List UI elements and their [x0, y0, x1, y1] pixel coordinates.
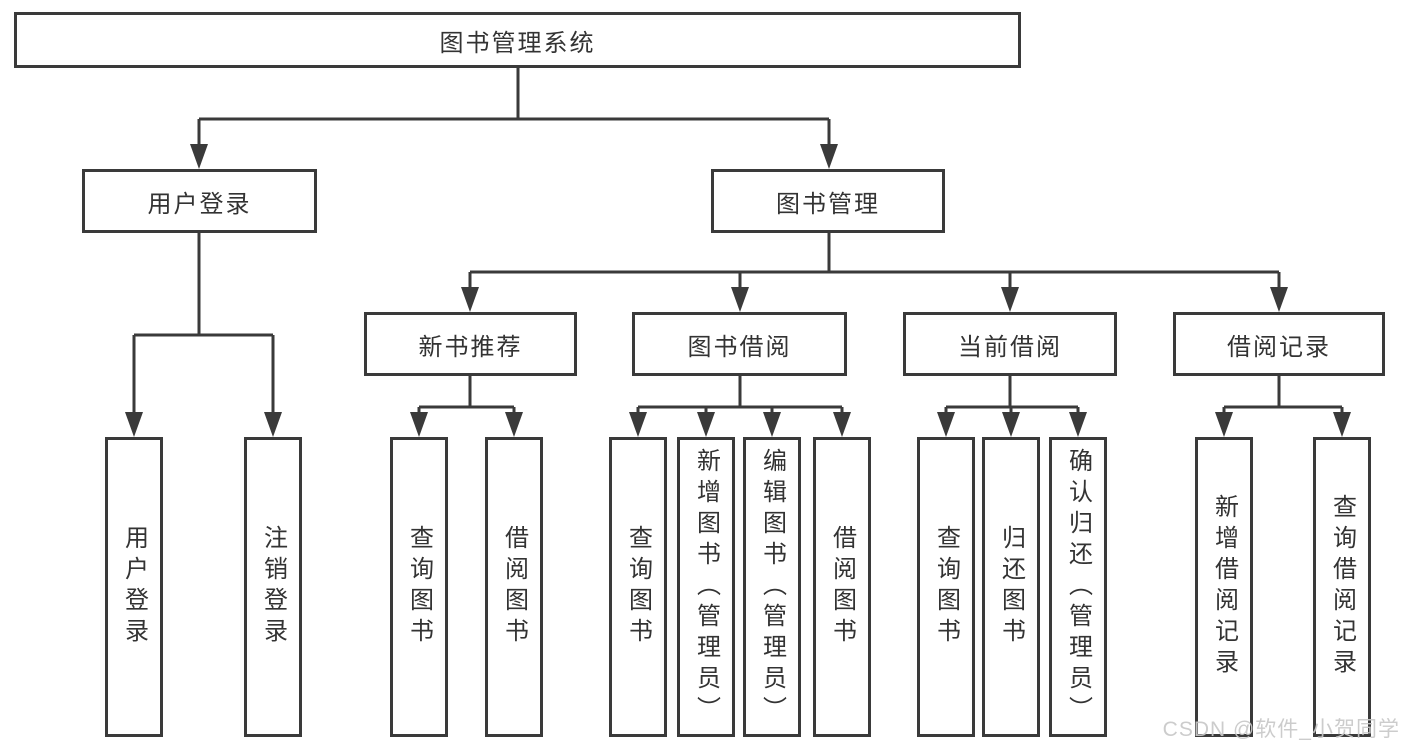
node-current-borrowing: 当前借阅 — [903, 312, 1117, 376]
leaf-query-books-borrowing: 查询图书 — [609, 437, 667, 737]
leaf-logout: 注销登录 — [244, 437, 302, 737]
leaf-query-books-recommend: 查询图书 — [390, 437, 448, 737]
leaf-confirm-return-admin: 确认归还（管理员） — [1049, 437, 1107, 737]
leaf-borrow-books-recommend: 借阅图书 — [485, 437, 543, 737]
leaf-query-books-current: 查询图书 — [917, 437, 975, 737]
leaf-add-borrow-record: 新增借阅记录 — [1195, 437, 1253, 737]
csdn-watermark: CSDN @软件_小贺同学 — [1162, 718, 1400, 741]
leaf-query-borrow-record: 查询借阅记录 — [1313, 437, 1371, 737]
leaf-edit-book-admin: 编辑图书（管理员） — [743, 437, 801, 737]
node-book-borrowing: 图书借阅 — [632, 312, 847, 376]
leaf-borrow-books-borrowing: 借阅图书 — [813, 437, 871, 737]
node-user-login: 用户登录 — [82, 169, 317, 233]
node-library-management-system: 图书管理系统 — [14, 12, 1021, 68]
node-book-management: 图书管理 — [711, 169, 945, 233]
node-new-book-recommendation: 新书推荐 — [364, 312, 577, 376]
node-borrowing-records: 借阅记录 — [1173, 312, 1385, 376]
leaf-return-books: 归还图书 — [982, 437, 1040, 737]
leaf-add-book-admin: 新增图书（管理员） — [677, 437, 735, 737]
leaf-user-login: 用户登录 — [105, 437, 163, 737]
